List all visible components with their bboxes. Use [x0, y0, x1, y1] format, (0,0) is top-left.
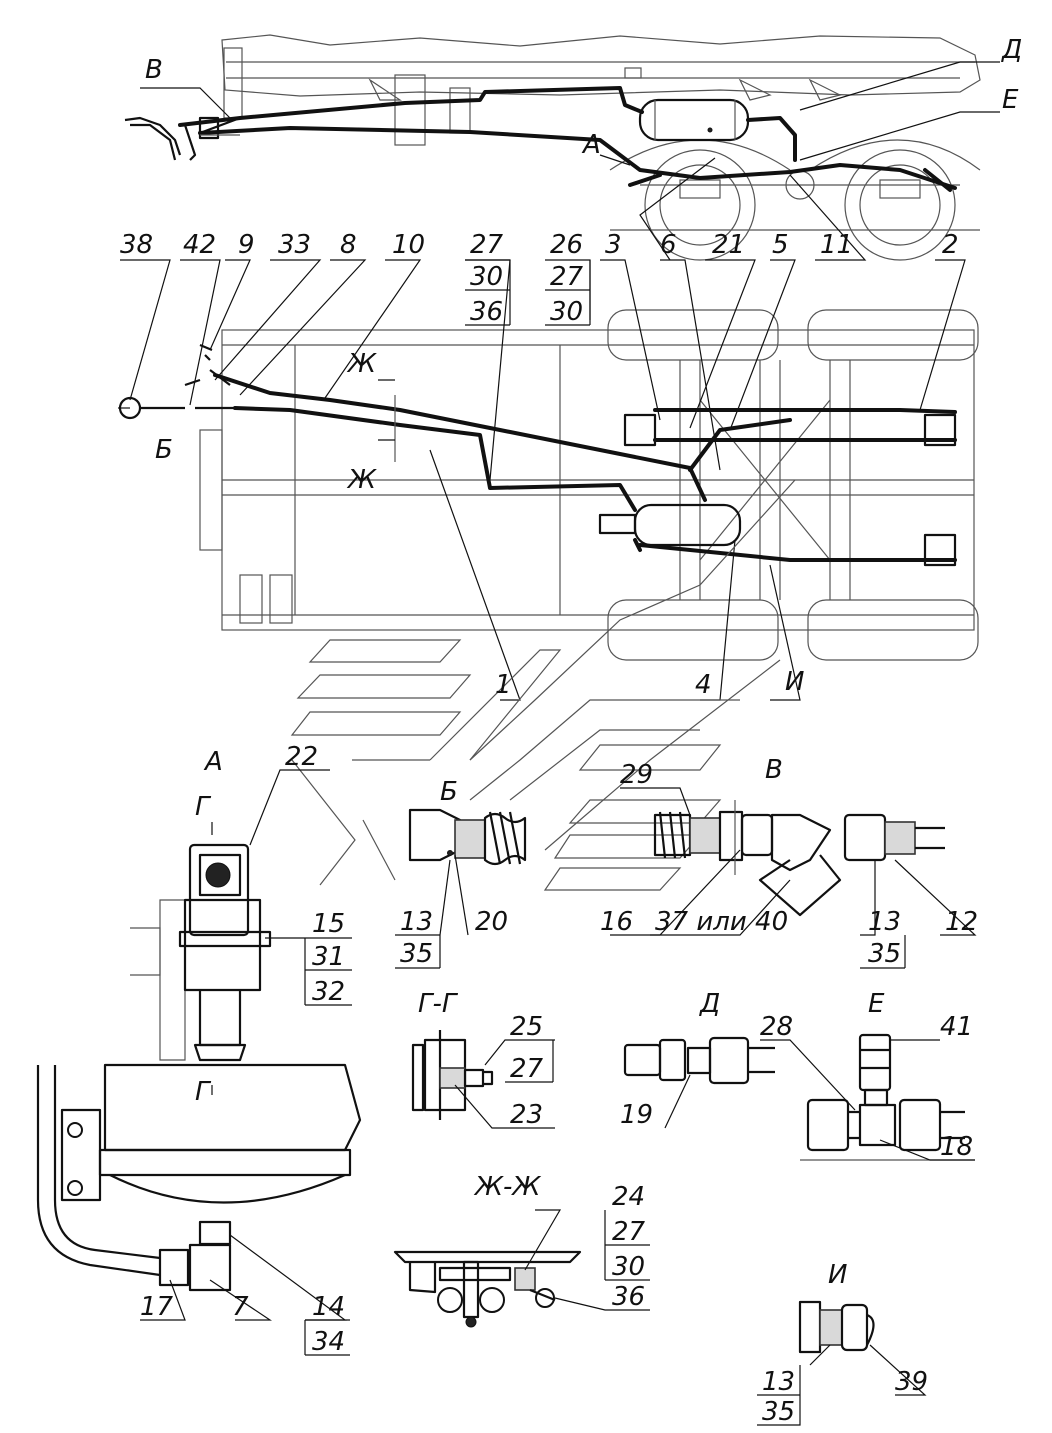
callout-stack-27-30-36: 27 30 36	[465, 230, 511, 327]
callout-33: 33	[278, 230, 311, 260]
callout-20: 20	[475, 907, 508, 937]
callout-8: 8	[340, 230, 357, 260]
callout-3: 3	[605, 230, 622, 260]
callout-39: 39	[895, 1367, 928, 1397]
callout-7: 7	[232, 1292, 249, 1322]
callout-35-V: 35	[868, 939, 901, 969]
callout-27b: 27	[550, 262, 584, 292]
callout-stack-15-31-32: 15 31 32	[304, 909, 352, 1007]
detail-ZhZh-clamp	[393, 1209, 650, 1328]
callout-14: 14	[312, 1292, 345, 1322]
section-mark-G-upper: Г	[195, 792, 212, 822]
detail-GG-title: Г-Г	[418, 989, 459, 1019]
section-mark-E-top: Е	[1002, 85, 1019, 115]
callout-30-ZhZh: 30	[612, 1252, 645, 1282]
detail-B-glad-hand	[408, 808, 527, 936]
callout-18: 18	[940, 1132, 973, 1162]
callout-36a: 36	[470, 297, 503, 327]
callout-22: 22	[285, 742, 318, 772]
callout-21: 21	[712, 230, 745, 260]
detail-E-tee	[800, 1033, 975, 1161]
callout-30b: 30	[550, 297, 583, 327]
callout-26: 26	[550, 230, 583, 260]
detail-ZhZh-title: Ж-Ж	[473, 1172, 541, 1202]
detail-V-filter-assembly	[610, 787, 977, 936]
callout-32: 32	[312, 977, 345, 1007]
callout-30a: 30	[470, 262, 503, 292]
callout-42: 42	[183, 230, 216, 260]
callout-stack-13-35-I: 13 35	[757, 1365, 801, 1427]
callout-36-ZhZh: 36	[612, 1282, 645, 1312]
section-mark-A-top: А	[581, 130, 601, 160]
detail-I-glad-hand	[798, 1300, 927, 1396]
callout-stack-13-35-V: 13 35	[860, 907, 906, 969]
callout-23: 23	[510, 1100, 543, 1130]
callout-stack-26-27-30: 26 27 30	[545, 230, 591, 327]
callout-10: 10	[392, 230, 425, 260]
callout-15: 15	[312, 909, 345, 939]
callout-29: 29	[620, 760, 653, 790]
callout-27a: 27	[470, 230, 504, 260]
detail-A-title: А	[203, 747, 223, 777]
detail-D-title: Д	[699, 989, 720, 1019]
callout-13-B: 13	[400, 907, 433, 937]
callout-16: 16	[600, 907, 633, 937]
section-mark-Zh-lower: Ж	[346, 465, 377, 495]
callout-9: 9	[238, 230, 255, 260]
callout-11: 11	[820, 230, 853, 260]
callout-1: 1	[495, 670, 512, 700]
callout-6: 6	[660, 230, 677, 260]
plan-leaders	[120, 157, 966, 701]
callout-19: 19	[620, 1100, 653, 1130]
detail-guides	[290, 479, 796, 891]
callout-27-ZhZh: 27	[612, 1217, 646, 1247]
side-view	[124, 34, 981, 261]
callout-38: 38	[120, 230, 153, 260]
callout-4: 4	[695, 670, 712, 700]
detail-B-title: Б	[440, 777, 458, 807]
section-mark-Zh-upper: Ж	[346, 349, 377, 379]
callout-13-V: 13	[868, 907, 901, 937]
callout-35-B: 35	[400, 939, 433, 969]
section-mark-V-top: В	[145, 55, 163, 85]
detail-A-brake-chamber	[36, 769, 362, 1321]
callout-34: 34	[312, 1327, 345, 1357]
section-mark-D-top: Д	[1001, 35, 1022, 65]
section-mark-G-lower: Г	[195, 1077, 212, 1107]
callout-37-or-40: 37 или 40	[655, 907, 788, 937]
detail-GG-bracket	[411, 1030, 555, 1129]
detail-V-title: В	[765, 755, 783, 785]
callout-35-I: 35	[762, 1397, 795, 1427]
callout-27-GG: 27	[510, 1054, 544, 1084]
callout-2: 2	[942, 230, 959, 260]
callout-stack-13-35-B: 13 35	[395, 907, 441, 969]
callout-24: 24	[612, 1182, 645, 1212]
callout-41: 41	[940, 1012, 973, 1042]
callout-25: 25	[510, 1012, 543, 1042]
callout-stack-24-27-30: 24 27 30	[604, 1182, 650, 1282]
callout-stack-14-34: 14 34	[304, 1292, 350, 1357]
detail-D-coupling	[623, 1036, 856, 1129]
callout-31: 31	[312, 942, 345, 972]
detail-E-title: Е	[868, 989, 885, 1019]
callout-stack-25-27: 25 27	[505, 1012, 554, 1084]
callout-28: 28	[760, 1012, 793, 1042]
section-mark-B-plan: Б	[155, 435, 173, 465]
callout-12: 12	[945, 907, 978, 937]
callout-5: 5	[772, 230, 789, 260]
section-mark-I-plan: И	[785, 667, 804, 697]
callout-13-I: 13	[762, 1367, 795, 1397]
plan-view	[118, 309, 979, 661]
detail-I-title: И	[828, 1260, 847, 1290]
callout-17: 17	[140, 1292, 174, 1322]
